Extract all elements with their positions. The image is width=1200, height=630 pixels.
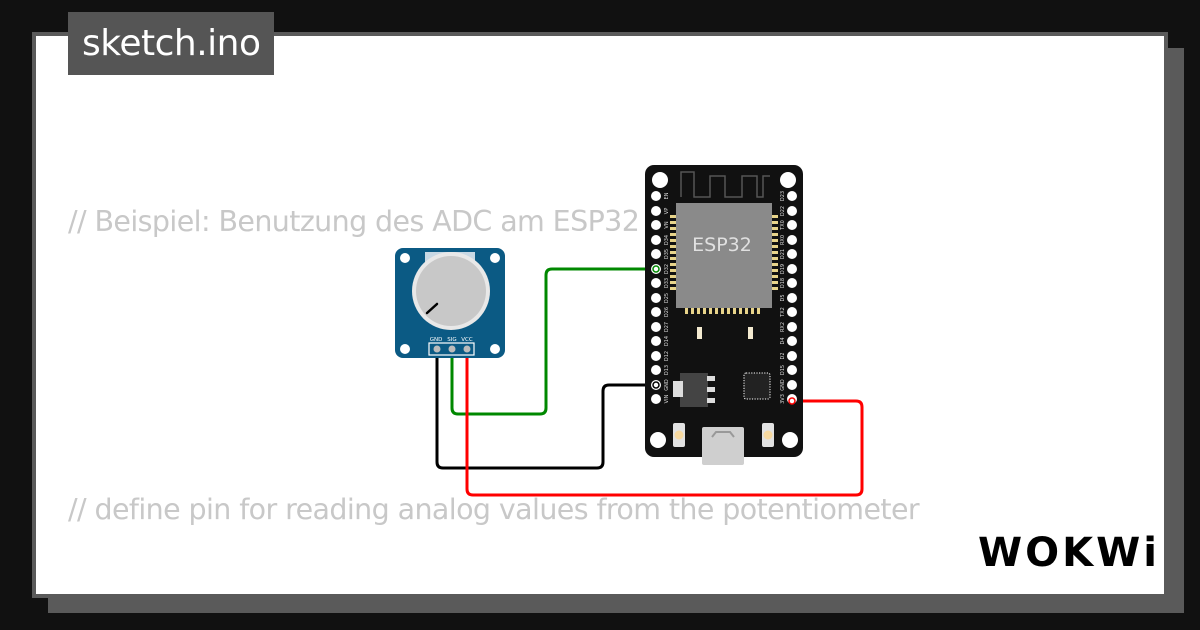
svg-text:VN: VN [664,221,670,228]
svg-text:D25: D25 [664,293,670,303]
svg-text:GND: GND [780,379,786,391]
svg-text:D35: D35 [664,249,670,259]
potentiometer[interactable]: GND SIG VCC [395,248,505,358]
svg-text:D5: D5 [780,294,786,301]
svg-text:D15: D15 [780,365,786,375]
svg-text:GND: GND [430,337,443,343]
svg-text:TX0: TX0 [780,220,786,231]
svg-text:SIG: SIG [447,337,456,343]
code-line: // Beispiel: Benutzung des ADC am ESP32 [68,205,640,238]
svg-text:TX2: TX2 [780,307,786,318]
svg-text:EN: EN [664,192,670,199]
svg-text:D32: D32 [664,264,670,274]
wire-sig-d32 [450,267,655,416]
svg-text:D34: D34 [664,235,670,245]
file-title-tab: sketch.ino [68,12,275,75]
svg-text:VIN: VIN [664,394,670,403]
reset-button[interactable] [762,423,774,447]
svg-text:VP: VP [664,208,670,214]
code-line: // define pin for reading analog values … [68,493,920,526]
svg-text:3V3: 3V3 [780,394,786,404]
boot-button[interactable] [673,423,685,447]
code-block: // Beispiel: Benutzung des ADC am ESP32 … [68,102,920,594]
svg-text:RX2: RX2 [780,322,786,332]
svg-text:D18: D18 [780,278,786,288]
svg-text:D27: D27 [664,322,670,332]
svg-text:D23: D23 [780,191,786,201]
esp32-chip-label: ESP32 [692,234,752,256]
svg-text:D21: D21 [780,249,786,259]
svg-text:RX0: RX0 [780,235,786,245]
esp32-board[interactable]: ESP32 EN VP VN [645,165,803,465]
svg-text:VCC: VCC [461,337,473,343]
svg-text:D13: D13 [664,365,670,375]
wire-vcc-3v3 [465,347,864,497]
svg-text:D22: D22 [780,206,786,216]
code-card: // Beispiel: Benutzung des ADC am ESP32 … [32,32,1168,598]
svg-text:D19: D19 [780,264,786,274]
wire-gnd-gnd [435,347,655,470]
svg-text:D26: D26 [664,307,670,317]
wokwi-logo: WOKWi [978,530,1160,576]
svg-text:D33: D33 [664,278,670,288]
svg-text:GND: GND [664,379,670,391]
svg-text:D2: D2 [780,352,786,359]
svg-text:D4: D4 [780,337,786,344]
svg-text:D14: D14 [664,336,670,346]
svg-text:D12: D12 [664,351,670,361]
